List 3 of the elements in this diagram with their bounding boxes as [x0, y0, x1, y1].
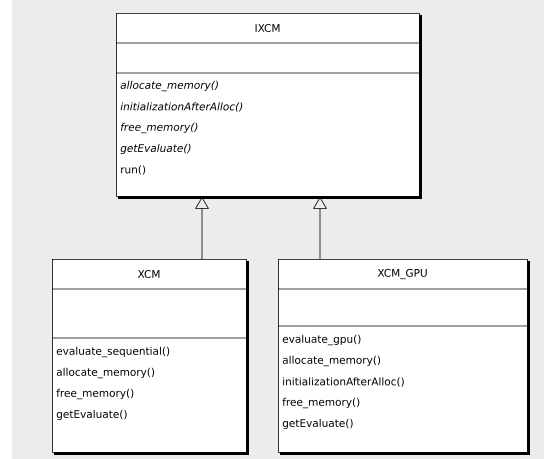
class-box: XCM evaluate_sequential() allocate_memory() free_memory() getEvaluate()	[52, 259, 249, 455]
class-box: IXCM allocate_memory() initializationAfterAlloc() free_memory() getEvaluate() run()	[116, 13, 422, 199]
class-box: XCM_GPU evaluate_gpu() allocate_memory() initializationAfterAlloc() free_memory() getEvaluate()	[278, 259, 530, 455]
